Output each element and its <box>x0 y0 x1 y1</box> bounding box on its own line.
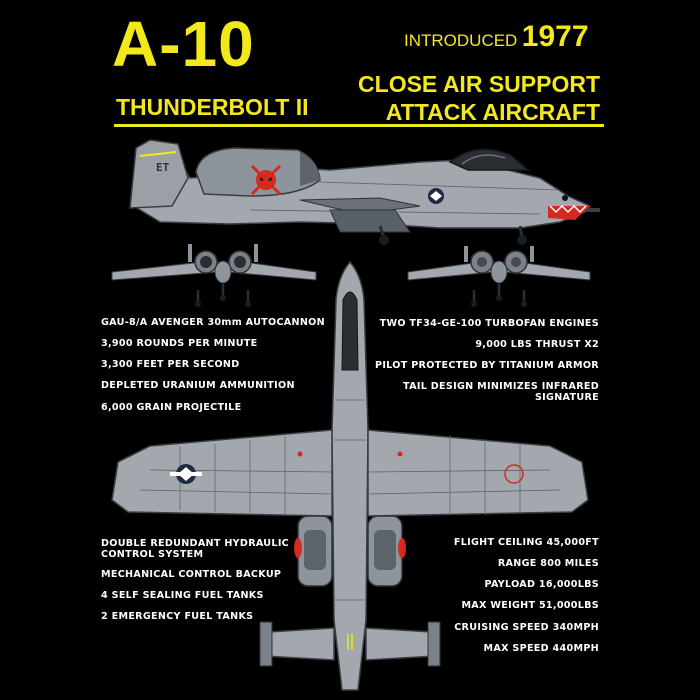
role-description: CLOSE AIR SUPPORT ATTACK AIRCRAFT <box>358 70 600 126</box>
aircraft-name-subtitle: THUNDERBOLT II <box>116 94 309 120</box>
spec-upper-left-2: 3,900 ROUNDS PER MINUTE <box>101 338 258 349</box>
front-view-left <box>111 244 317 307</box>
spec-upper-right-5: SIGNATURE <box>534 392 599 403</box>
aircraft-model-title: A-10 <box>112 8 255 80</box>
introduced-label: INTRODUCED <box>404 31 518 50</box>
spec-lower-left-3: MECHANICAL CONTROL BACKUP <box>101 569 282 580</box>
spec-lower-left-5: 2 EMERGENCY FUEL TANKS <box>101 611 254 622</box>
spec-upper-left-1: GAU-8/A AVENGER 30mm AUTOCANNON <box>101 317 325 328</box>
top-view-aircraft <box>111 260 589 691</box>
spec-lower-left-2: CONTROL SYSTEM <box>101 549 204 560</box>
tail-code-marking: ET <box>156 161 170 174</box>
spec-upper-left-4: DEPLETED URANIUM AMMUNITION <box>101 380 295 391</box>
role-line-1: CLOSE AIR SUPPORT <box>358 71 600 97</box>
front-view-right <box>407 246 591 307</box>
introduced-year: 1977 <box>521 20 589 53</box>
spec-lower-right-1: FLIGHT CEILING 45,000FT <box>453 537 599 548</box>
spec-upper-right-4: TAIL DESIGN MINIMIZES INFRARED <box>403 381 599 392</box>
role-line-2: ATTACK AIRCRAFT <box>385 99 600 125</box>
introduced-line: INTRODUCED 1977 <box>404 22 589 52</box>
spec-upper-left-5: 6,000 GRAIN PROJECTILE <box>101 402 242 413</box>
spec-lower-right-3: PAYLOAD 16,000LBS <box>484 579 599 590</box>
spec-lower-right-6: MAX SPEED 440MPH <box>483 643 599 654</box>
spec-lower-right-4: MAX WEIGHT 51,000LBS <box>461 600 599 611</box>
spec-lower-right-2: RANGE 800 MILES <box>497 558 599 569</box>
spec-upper-right-2: 9,000 LBS THRUST X2 <box>475 339 599 350</box>
spec-upper-left-3: 3,300 FEET PER SECOND <box>101 359 240 370</box>
side-view-aircraft <box>129 139 600 245</box>
spec-lower-right-5: CRUISING SPEED 340MPH <box>454 622 599 633</box>
spec-lower-left-4: 4 SELF SEALING FUEL TANKS <box>101 590 264 601</box>
header-divider <box>114 124 604 127</box>
spec-upper-right-3: PILOT PROTECTED BY TITANIUM ARMOR <box>374 360 599 371</box>
spec-upper-right-1: TWO TF34-GE-100 TURBOFAN ENGINES <box>379 318 599 329</box>
spec-lower-left-1: DOUBLE REDUNDANT HYDRAULIC <box>101 538 290 549</box>
